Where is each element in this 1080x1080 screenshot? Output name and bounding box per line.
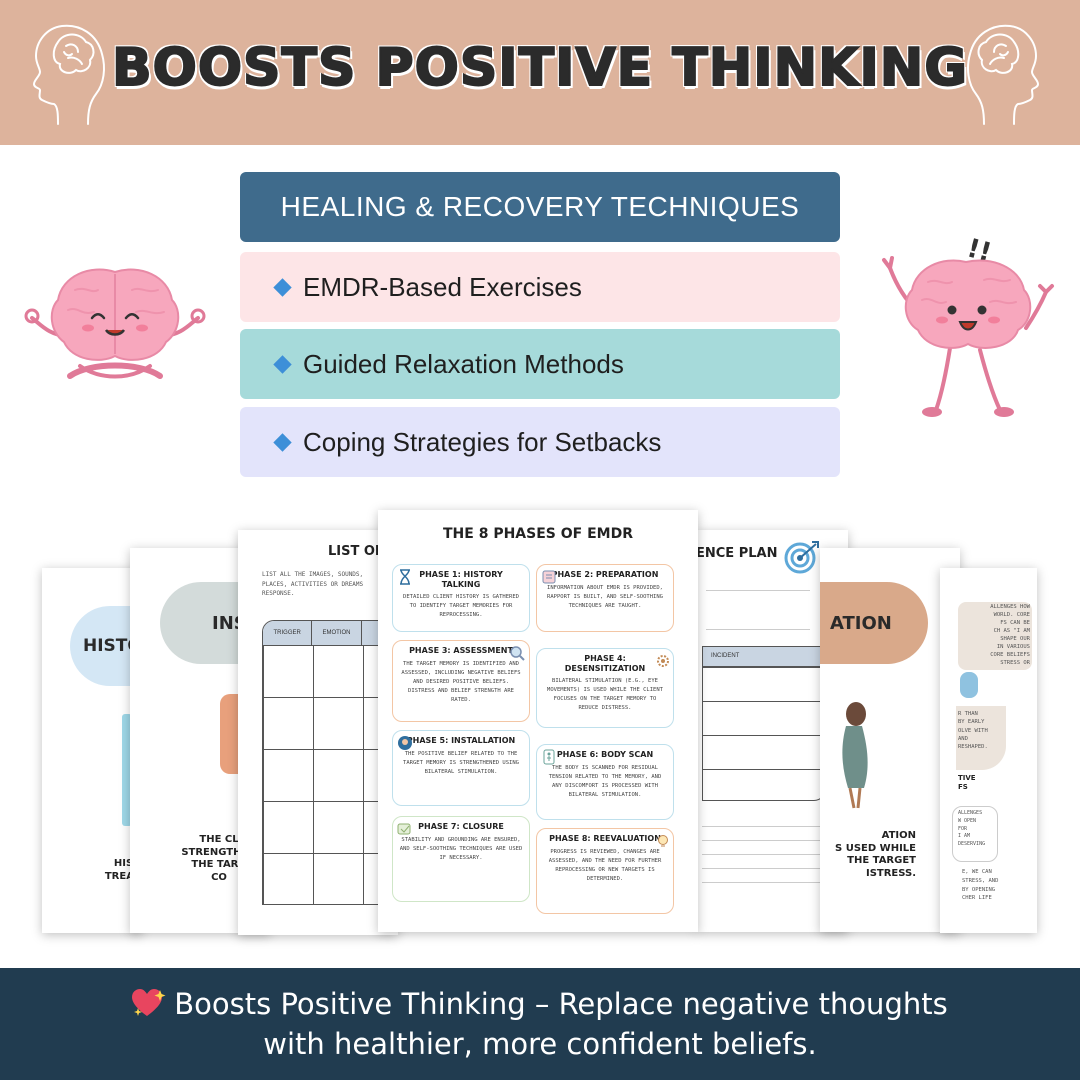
technique-label: Guided Relaxation Methods bbox=[303, 348, 624, 379]
magnifier-icon bbox=[510, 646, 525, 661]
phase-card-4: PHASE 4: DESENSITIZATION BILATERAL STIMU… bbox=[536, 648, 674, 728]
resilience-lines bbox=[706, 590, 810, 630]
phase-card-5: PHASE 5: INSTALLATION THE POSITIVE BELIE… bbox=[392, 730, 530, 806]
desensitization-pill: ATION bbox=[820, 582, 928, 664]
installation-image bbox=[220, 694, 238, 774]
page-title: BOOSTS POSITIVE THINKING bbox=[111, 37, 969, 99]
resilience-table-header: INCIDENT bbox=[703, 647, 825, 667]
column-emotion: EMOTION bbox=[312, 621, 362, 645]
phase-card-6: PHASE 6: BODY SCAN THE BODY IS SCANNED F… bbox=[536, 744, 674, 820]
phase-card-2: PHASE 2: PREPARATION INFORMATION ABOUT E… bbox=[536, 564, 674, 632]
beliefs-text-3: ALLENGES W OPEN FOR I AM DESERVING bbox=[958, 810, 986, 847]
person-illustration-icon bbox=[842, 702, 868, 809]
mind-icon bbox=[398, 736, 412, 750]
column-trigger: TRIGGER bbox=[263, 621, 313, 645]
beliefs-box-2 bbox=[956, 706, 1006, 770]
header-band bbox=[0, 0, 1080, 145]
history-image bbox=[122, 714, 132, 826]
history-caption: HIST TREAT bbox=[104, 858, 140, 882]
triggers-intro: LIST ALL THE IMAGES, SOUNDS, PLACES, ACT… bbox=[262, 571, 364, 598]
technique-item-coping: Coping Strategies for Setbacks bbox=[240, 407, 840, 477]
body-scan-icon bbox=[543, 749, 555, 765]
technique-label: Coping Strategies for Setbacks bbox=[303, 426, 662, 457]
excited-brain-icon: !! bbox=[882, 233, 1054, 417]
worksheet-core-beliefs: ALLENGES HOW WORLD. CORE FS CAN BE CH AS… bbox=[940, 568, 1037, 933]
beliefs-label: TIVE FS bbox=[958, 774, 976, 791]
footer-text: Boosts Positive Thinking – Replace negat… bbox=[40, 984, 1040, 1064]
triggers-table-header: TRIGGER EMOTION bbox=[263, 621, 398, 645]
diamond-bullet-icon bbox=[273, 432, 292, 452]
resilience-footer-lines bbox=[702, 826, 826, 886]
head-brain-icon bbox=[32, 24, 105, 125]
phase-card-3: PHASE 3: ASSESSMENT THE TARGET MEMORY IS… bbox=[392, 640, 530, 722]
target-icon bbox=[784, 541, 819, 574]
hourglass-icon bbox=[400, 569, 410, 585]
checklist-icon bbox=[542, 570, 556, 584]
beliefs-text-2: R THAN BY EARLY OLVE WITH AND RESHAPED. bbox=[958, 711, 988, 750]
worksheet-emdr-phases: THE 8 PHASES OF EMDR PHASE 1: HISTORY TA… bbox=[378, 510, 698, 932]
technique-item-emdr: EMDR-Based Exercises bbox=[240, 252, 840, 322]
beliefs-text-1: ALLENGES HOW WORLD. CORE FS CAN BE CH AS… bbox=[990, 604, 1030, 666]
resilience-table: INCIDENT bbox=[702, 646, 826, 801]
emdr-title: THE 8 PHASES OF EMDR bbox=[443, 526, 633, 542]
head-brain-icon bbox=[967, 24, 1040, 125]
worksheet-desensitization: ATION ATION S USED WHILE THE TARGET ISTR… bbox=[820, 548, 960, 932]
technique-item-relaxation: Guided Relaxation Methods bbox=[240, 329, 840, 399]
phase-card-7: PHASE 7: CLOSURE STABILITY AND GROUNDING… bbox=[392, 816, 530, 902]
desensitization-caption: ATION S USED WHILE THE TARGET ISTRESS. bbox=[835, 830, 916, 879]
worksheet-history: HISTO HIST TREAT bbox=[42, 568, 142, 933]
footer-line-2: with healthier, more confident beliefs. bbox=[263, 1027, 817, 1061]
triggers-title: LIST OF bbox=[328, 544, 384, 559]
phase-card-1: PHASE 1: HISTORY TALKING DETAILED CLIENT… bbox=[392, 564, 530, 632]
worksheet-triggers: LIST OF LIST ALL THE IMAGES, SOUNDS, PLA… bbox=[238, 530, 398, 935]
beliefs-text-4: E, WE CAN STRESS, AND BY OPENING CHER LI… bbox=[962, 869, 999, 902]
resilience-title: ENCE PLAN bbox=[696, 546, 778, 561]
triggers-grid bbox=[263, 645, 398, 904]
technique-label: EMDR-Based Exercises bbox=[303, 271, 582, 302]
footer-band bbox=[0, 968, 1080, 1080]
closure-icon bbox=[397, 823, 411, 835]
footer-line-1: Boosts Positive Thinking – Replace negat… bbox=[174, 987, 948, 1021]
phase-card-8: PHASE 8: REEVALUATION PROGRESS IS REVIEW… bbox=[536, 828, 674, 914]
lightbulb-icon bbox=[658, 835, 668, 847]
diamond-bullet-icon bbox=[273, 277, 292, 297]
beliefs-box-3 bbox=[952, 806, 998, 862]
diamond-bullet-icon bbox=[273, 354, 292, 374]
gears-icon bbox=[657, 655, 669, 667]
triggers-table: TRIGGER EMOTION bbox=[262, 620, 398, 905]
meditating-brain-icon bbox=[24, 268, 206, 379]
installation-caption: THE CL STRENGTHEN THE TARG CO bbox=[181, 834, 257, 883]
beliefs-box-1 bbox=[958, 602, 1032, 670]
resilience-grid bbox=[703, 667, 825, 800]
sparkling-heart-icon bbox=[132, 989, 166, 1016]
techniques-heading: HEALING & RECOVERY TECHNIQUES bbox=[240, 172, 840, 242]
beliefs-illustration bbox=[960, 672, 978, 698]
